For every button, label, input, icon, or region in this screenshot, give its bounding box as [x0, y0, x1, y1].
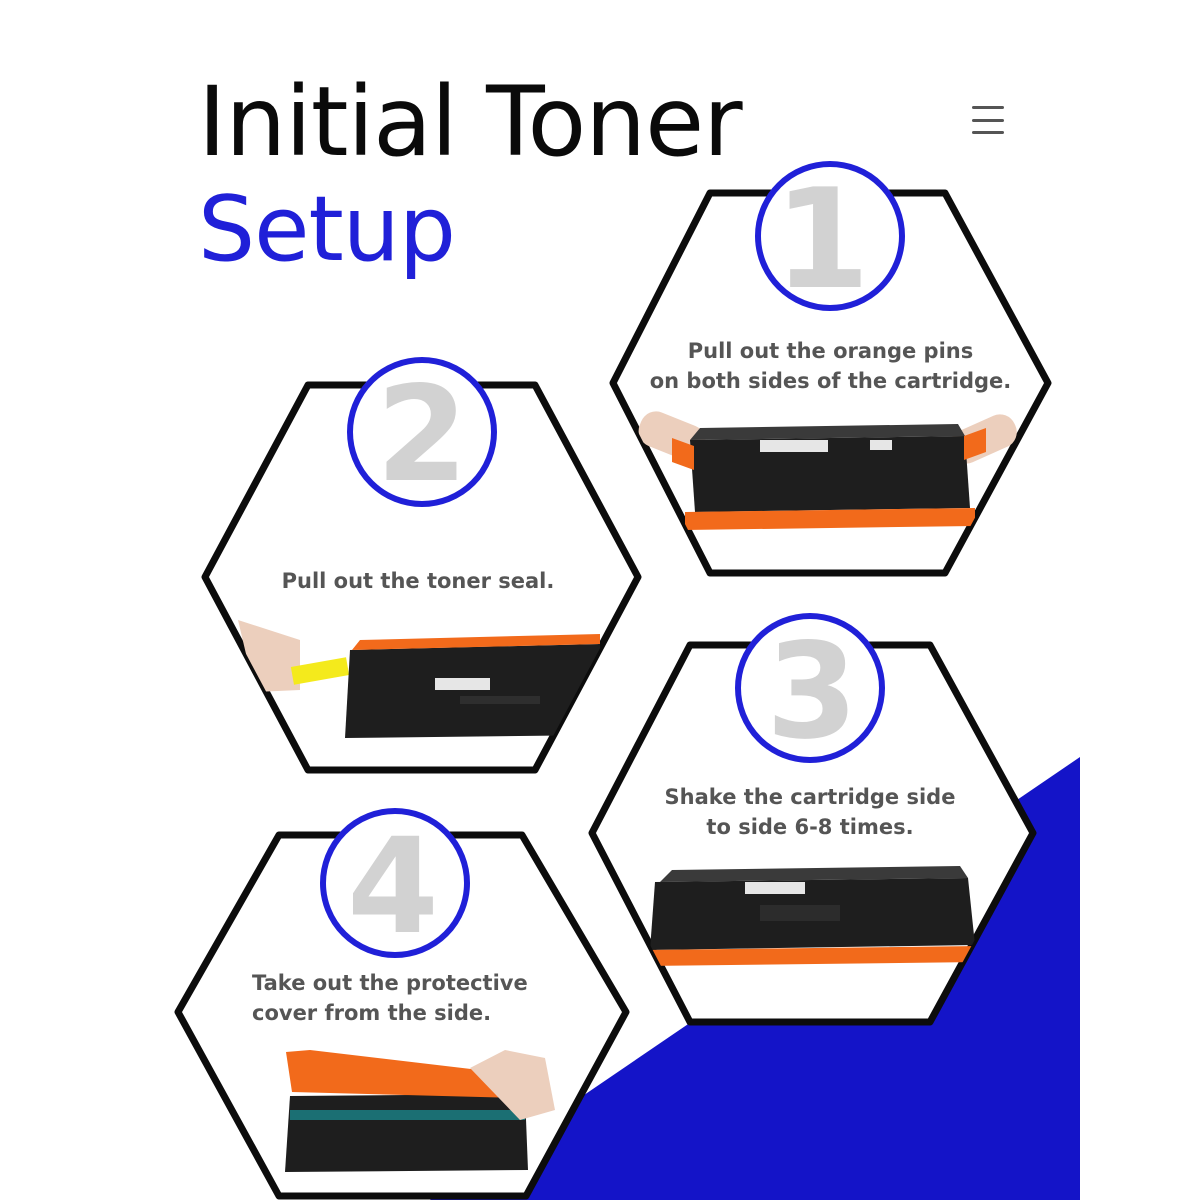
- step-3-card: 3: [588, 613, 1037, 1026]
- menu-icon-bar: [972, 131, 1004, 134]
- step-3-image: [645, 866, 980, 966]
- step-2-number-circle: [347, 357, 497, 507]
- menu-icon-bar: [972, 106, 1004, 109]
- step-1-line-1: Pull out the orange pins: [687, 339, 974, 363]
- step-3-instruction: Shake the cartridge side to side 6-8 tim…: [620, 782, 1000, 842]
- step-1-instruction: Pull out the orange pins on both sides o…: [633, 336, 1028, 396]
- title-line-initial-toner: Initial Toner: [198, 66, 743, 178]
- step-1-number: 1: [774, 159, 870, 320]
- step-3-number: 3: [766, 615, 858, 769]
- step-1-number-circle: [755, 161, 905, 311]
- step-1-image: [638, 411, 1017, 530]
- step-4-line-1: Take out the protective: [252, 971, 528, 995]
- step-4-number-circle: [320, 808, 470, 958]
- step-2-number: 2: [376, 358, 468, 512]
- step-4-line-2: cover from the side.: [252, 1001, 492, 1025]
- step-4-instruction: Take out the protective cover from the s…: [252, 968, 552, 1028]
- step-2-line-1: Pull out the toner seal.: [281, 569, 555, 593]
- step-4-number: 4: [347, 810, 439, 964]
- step-3-line-2: to side 6-8 times.: [706, 815, 914, 839]
- step-3-line-1: Shake the cartridge side: [664, 785, 956, 809]
- step-2-card: 2: [201, 357, 642, 774]
- step-2-image: [238, 620, 605, 738]
- step-1-card: 1: [609, 159, 1052, 577]
- menu-icon[interactable]: [972, 106, 1004, 134]
- step-4-image: [285, 1050, 555, 1172]
- step-1-line-2: on both sides of the cartridge.: [649, 369, 1012, 393]
- step-2-instruction: Pull out the toner seal.: [238, 566, 598, 596]
- title-line-setup: Setup: [198, 177, 456, 282]
- menu-icon-bar: [972, 118, 1004, 122]
- step-3-number-circle: [735, 613, 885, 763]
- step-4-card: 4: [174, 808, 630, 1200]
